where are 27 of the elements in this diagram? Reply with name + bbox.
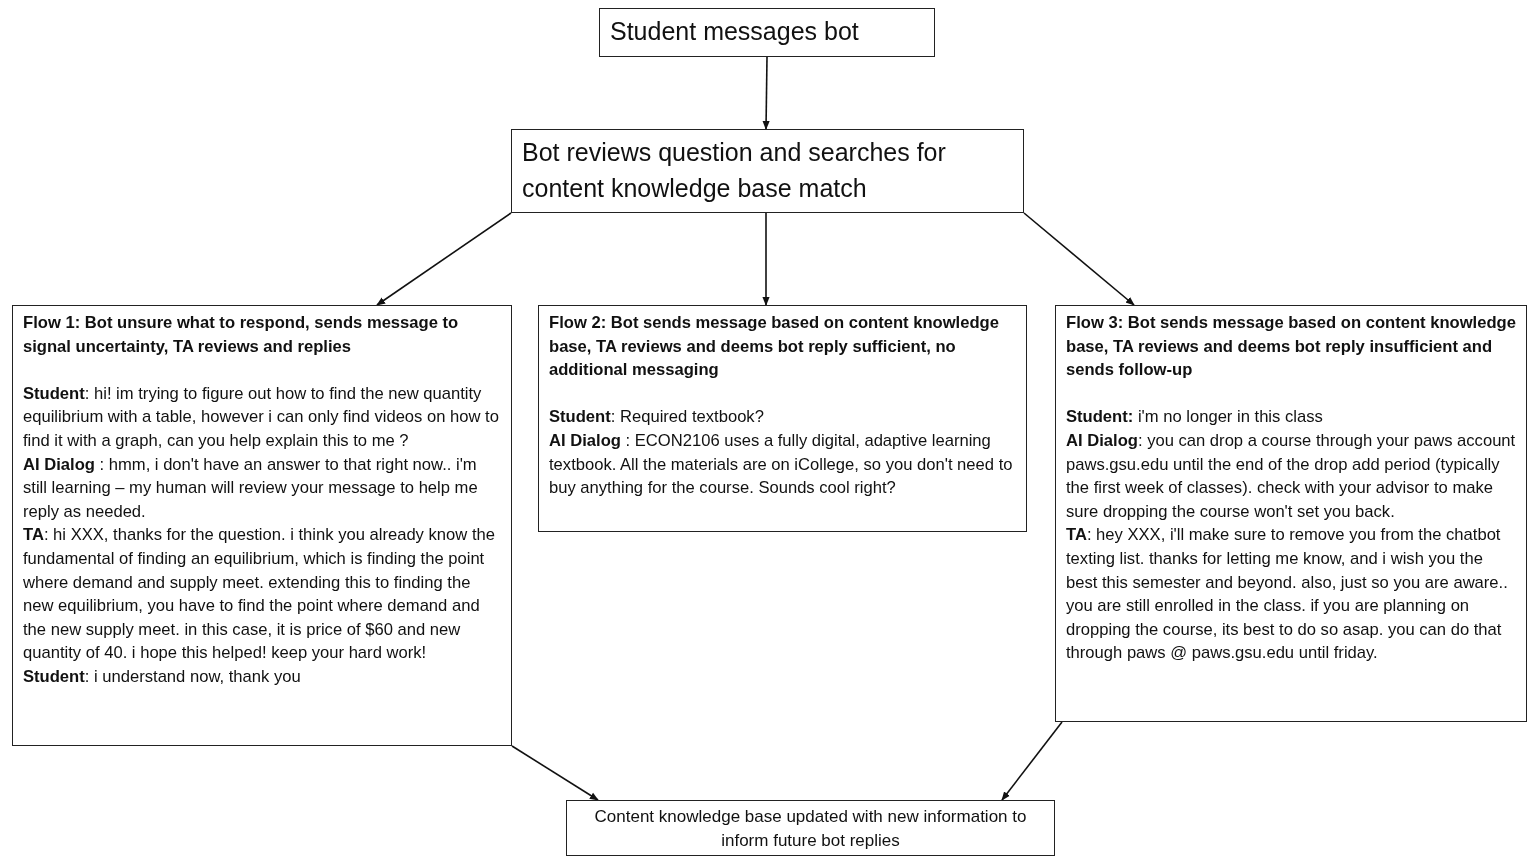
flow-heading: Flow 3: Bot sends message based on content knowledge base, TA reviews and deems bot reply insufficient and sends follow-up bbox=[1066, 312, 1516, 382]
process-box bbox=[599, 8, 935, 57]
dialog-message: Student: Required textbook? bbox=[549, 406, 765, 429]
process-box bbox=[511, 129, 1024, 213]
flow-box bbox=[538, 305, 1027, 532]
arrow bbox=[1001, 721, 1063, 801]
arrow bbox=[511, 745, 599, 801]
dialog-message: Student: i understand now, thank you bbox=[23, 665, 302, 688]
flow-box bbox=[1055, 305, 1527, 722]
node-text: Bot reviews question and searches for content knowledge base match bbox=[522, 137, 947, 204]
arrow bbox=[762, 212, 770, 306]
process-box bbox=[566, 800, 1055, 856]
dialog-message: AI Dialog : ECON2106 uses a fully digital, adaptive learning textbook. All the materials are on iCollege, so you don't need to buy anything for the course. Sounds cool right? bbox=[549, 429, 1014, 500]
node-text: Content knowledge base updated with new information to inform future bot replies bbox=[593, 806, 1028, 852]
dialog-message: AI Dialog: you can drop a course through your paws account paws.gsu.edu until the end of the drop add period (typically the first week of classes). check with your advisor to make sure dropping the course won't set you back. bbox=[1066, 429, 1516, 523]
node-text: Student messages bot bbox=[610, 16, 860, 47]
flow-box bbox=[12, 305, 512, 746]
arrow bbox=[762, 56, 770, 130]
dialog-message: Student: hi! im trying to figure out how to find the new quantity equilibrium with a table, however i can only find videos on how to find it with a graph, can you help explain this to me ? bbox=[23, 382, 500, 452]
flow-heading: Flow 2: Bot sends message based on content knowledge base, TA reviews and deems bot reply sufficient, no additional messaging bbox=[549, 312, 1000, 382]
dialog-message: Student: i'm no longer in this class bbox=[1066, 406, 1324, 429]
flow-heading: Flow 1: Bot unsure what to respond, sends message to signal uncertainty, TA reviews and replies bbox=[23, 312, 460, 358]
arrow bbox=[376, 212, 512, 306]
dialog-message: TA: hey XXX, i'll make sure to remove you from the chatbot texting list. thanks for letting me know, and i wish you the best this semester and beyond. also, just so you are aware.. you are still enrolled in the class. if you are planning on dropping the course, its best to do so asap. you can do that through paws @ paws.gsu.edu until friday. bbox=[1066, 524, 1509, 665]
dialog-message: AI Dialog : hmm, i don't have an answer to that right now.. i'm still learning – my human will review your message to help me reply as needed. bbox=[23, 453, 479, 523]
dialog-message: TA: hi XXX, thanks for the question. i think you already know the fundamental of finding an equilibrium, which is finding the point where demand and supply meet. extending this to finding the new equilibrium, you have to find the point where demand and the new supply meet. in this case, it is price of $60 and new quantity of 40. i hope this helped! keep your hard work! bbox=[23, 524, 496, 665]
arrow bbox=[1023, 212, 1135, 306]
